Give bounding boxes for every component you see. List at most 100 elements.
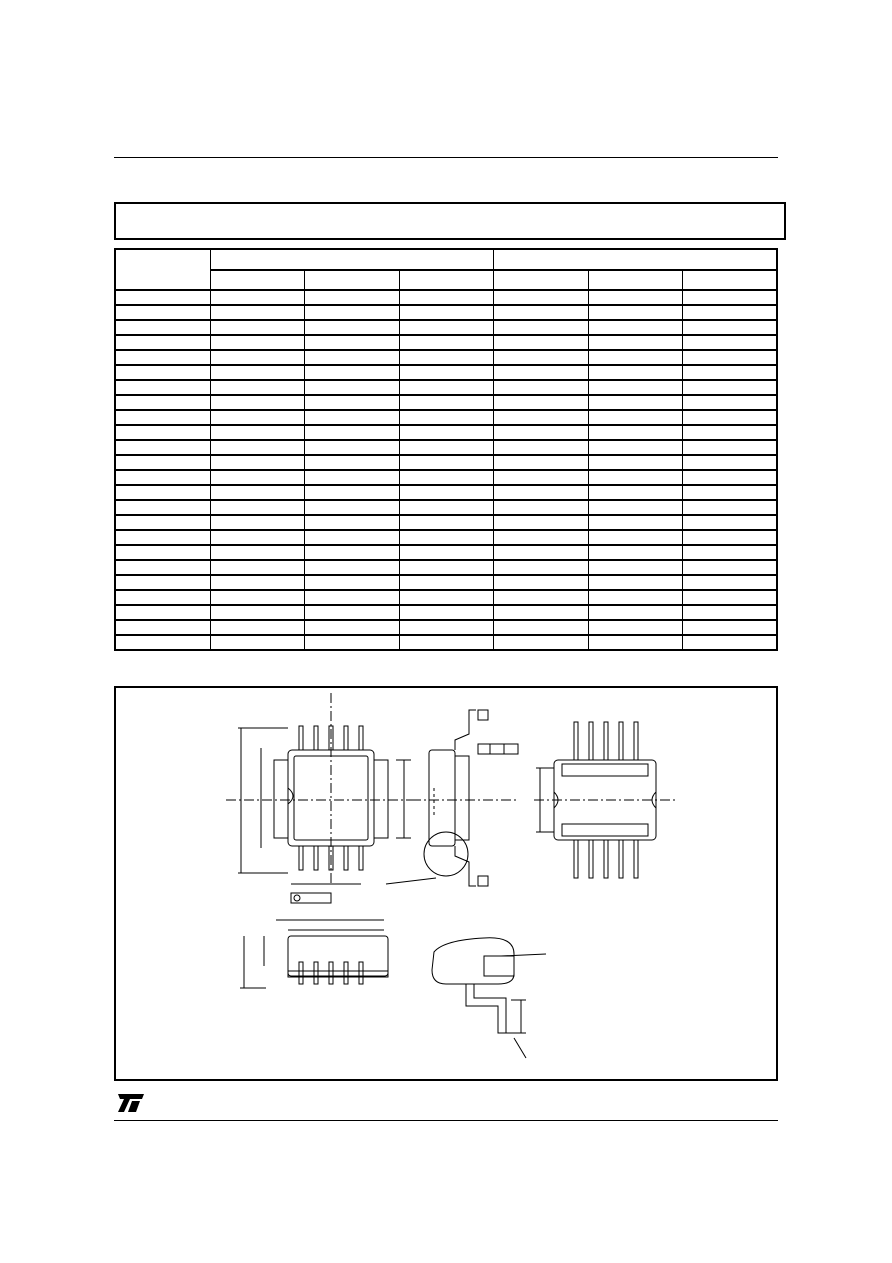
sub-header (493, 270, 589, 291)
table-row (115, 320, 777, 336)
dimension-value-cell (210, 425, 306, 441)
table-row (115, 425, 777, 441)
table-row (115, 605, 777, 621)
dimension-value-cell (210, 380, 306, 396)
dimension-value-cell (304, 320, 400, 336)
dimension-value-cell (682, 395, 777, 411)
dimension-value-cell (493, 350, 589, 366)
dimension-value-cell (493, 410, 589, 426)
dimension-value-cell (399, 470, 495, 486)
dimension-label-cell (115, 530, 211, 546)
dimension-label-cell (115, 500, 211, 516)
dimension-value-cell (493, 575, 589, 591)
group-header-inch (493, 249, 777, 271)
dimension-value-cell (682, 620, 777, 636)
lead (358, 845, 364, 871)
dimension-value-cell (588, 455, 684, 471)
table-row (115, 380, 777, 396)
lead (298, 845, 304, 871)
dimension-label-cell (115, 440, 211, 456)
dimension-value-cell (399, 380, 495, 396)
dimension-value-cell (399, 530, 495, 546)
dimension-value-cell (682, 305, 777, 321)
dimension-label-cell (115, 515, 211, 531)
lead (358, 961, 364, 985)
dimension-value-cell (399, 410, 495, 426)
dimension-value-cell (588, 515, 684, 531)
table-row (115, 440, 777, 456)
dimension-value-cell (588, 290, 684, 306)
lead (313, 725, 319, 751)
dimension-value-cell (210, 605, 306, 621)
dimension-value-cell (588, 635, 684, 650)
dimension-value-cell (682, 335, 777, 351)
dimension-value-cell (210, 305, 306, 321)
dimension-value-cell (493, 290, 589, 306)
lead (573, 839, 579, 879)
dimension-label-cell (115, 590, 211, 606)
st-logo-icon (114, 1092, 148, 1114)
dimension-value-cell (682, 560, 777, 576)
dimension-value-cell (304, 380, 400, 396)
dimension-value-cell (399, 635, 495, 650)
dimensions-table (114, 248, 778, 651)
dimension-label-cell (115, 455, 211, 471)
header-rule (114, 157, 778, 158)
dimension-value-cell (210, 455, 306, 471)
dimension-value-cell (210, 440, 306, 456)
dimension-value-cell (682, 545, 777, 561)
dimension-label-cell (115, 395, 211, 411)
dimension-value-cell (304, 410, 400, 426)
dimension-value-cell (210, 575, 306, 591)
lead (328, 961, 334, 985)
dimension-label-cell (115, 605, 211, 621)
side-view (385, 709, 519, 887)
dimension-value-cell (210, 590, 306, 606)
table-row (115, 290, 777, 306)
dimension-label-cell (115, 380, 211, 396)
dimension-value-cell (304, 560, 400, 576)
dimension-value-cell (399, 515, 495, 531)
dimension-value-cell (493, 335, 589, 351)
dimension-value-cell (682, 380, 777, 396)
dimension-value-cell (588, 380, 684, 396)
table-title-box (114, 202, 786, 240)
dimension-value-cell (399, 605, 495, 621)
package-outline-drawing (226, 693, 676, 1059)
dimension-value-cell (210, 620, 306, 636)
dimension-value-cell (399, 590, 495, 606)
dimension-value-cell (210, 545, 306, 561)
lead (298, 961, 304, 985)
sub-header (682, 270, 777, 291)
dimension-value-cell (493, 305, 589, 321)
dimension-value-cell (588, 425, 684, 441)
dimension-value-cell (493, 500, 589, 516)
dimension-label-cell (115, 560, 211, 576)
dimension-value-cell (682, 485, 777, 501)
dimension-value-cell (588, 485, 684, 501)
dimension-value-cell (304, 305, 400, 321)
lead (633, 721, 639, 761)
dimension-value-cell (588, 500, 684, 516)
dimension-value-cell (210, 560, 306, 576)
lead (633, 839, 639, 879)
dimension-value-cell (399, 335, 495, 351)
table-row (115, 365, 777, 381)
dimension-value-cell (399, 545, 495, 561)
dimension-value-cell (682, 290, 777, 306)
table-row (115, 620, 777, 636)
dimension-value-cell (304, 515, 400, 531)
lead (343, 845, 349, 871)
footer-rule (114, 1120, 778, 1121)
dimension-label-cell (115, 410, 211, 426)
dimension-label-cell (115, 290, 211, 306)
table-row (115, 560, 777, 576)
dimension-value-cell (304, 545, 400, 561)
table-row (115, 500, 777, 516)
lead (298, 725, 304, 751)
dimension-value-cell (304, 590, 400, 606)
dimension-value-cell (304, 440, 400, 456)
dimension-value-cell (399, 500, 495, 516)
lead (618, 839, 624, 879)
dimension-value-cell (399, 455, 495, 471)
